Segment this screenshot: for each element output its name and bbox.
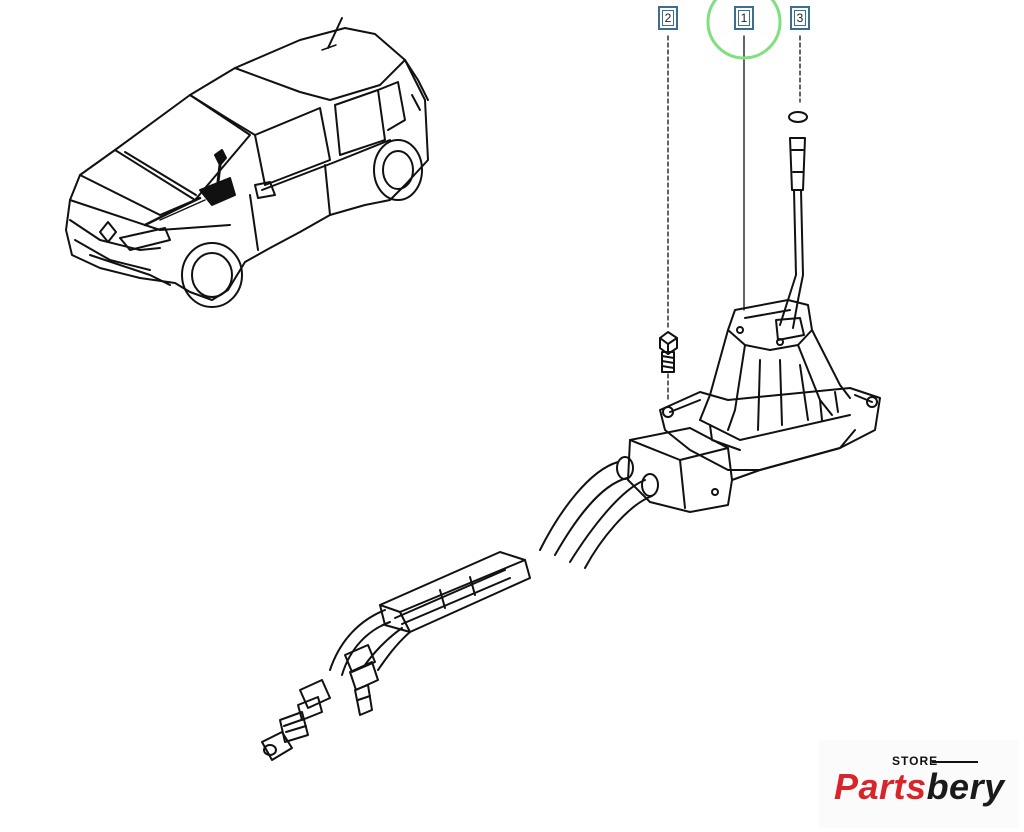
logo-wordmark: Partsbery	[834, 766, 1005, 808]
shift-cables	[329, 456, 659, 676]
shifter-housing	[627, 299, 881, 513]
gear-lever	[775, 137, 806, 341]
partsbery-logo: STORE Partsbery	[818, 740, 1018, 828]
cable-ends	[261, 644, 379, 761]
callout-3-label: 3	[794, 10, 806, 26]
callout-1-label: 1	[738, 10, 750, 26]
callout-1: 1	[734, 6, 754, 30]
callout-2: 2	[658, 6, 678, 30]
callout-2-label: 2	[662, 10, 674, 26]
logo-tagline: STORE	[892, 754, 979, 768]
bolt	[659, 331, 678, 403]
logo-word-part2: bery	[926, 766, 1005, 807]
o-ring	[788, 111, 808, 123]
callout-highlight-circle	[706, 0, 782, 60]
car-illustration	[65, 17, 429, 308]
leader-lines	[667, 35, 801, 331]
callout-3: 3	[790, 6, 810, 30]
logo-word-part1: Parts	[834, 766, 927, 807]
